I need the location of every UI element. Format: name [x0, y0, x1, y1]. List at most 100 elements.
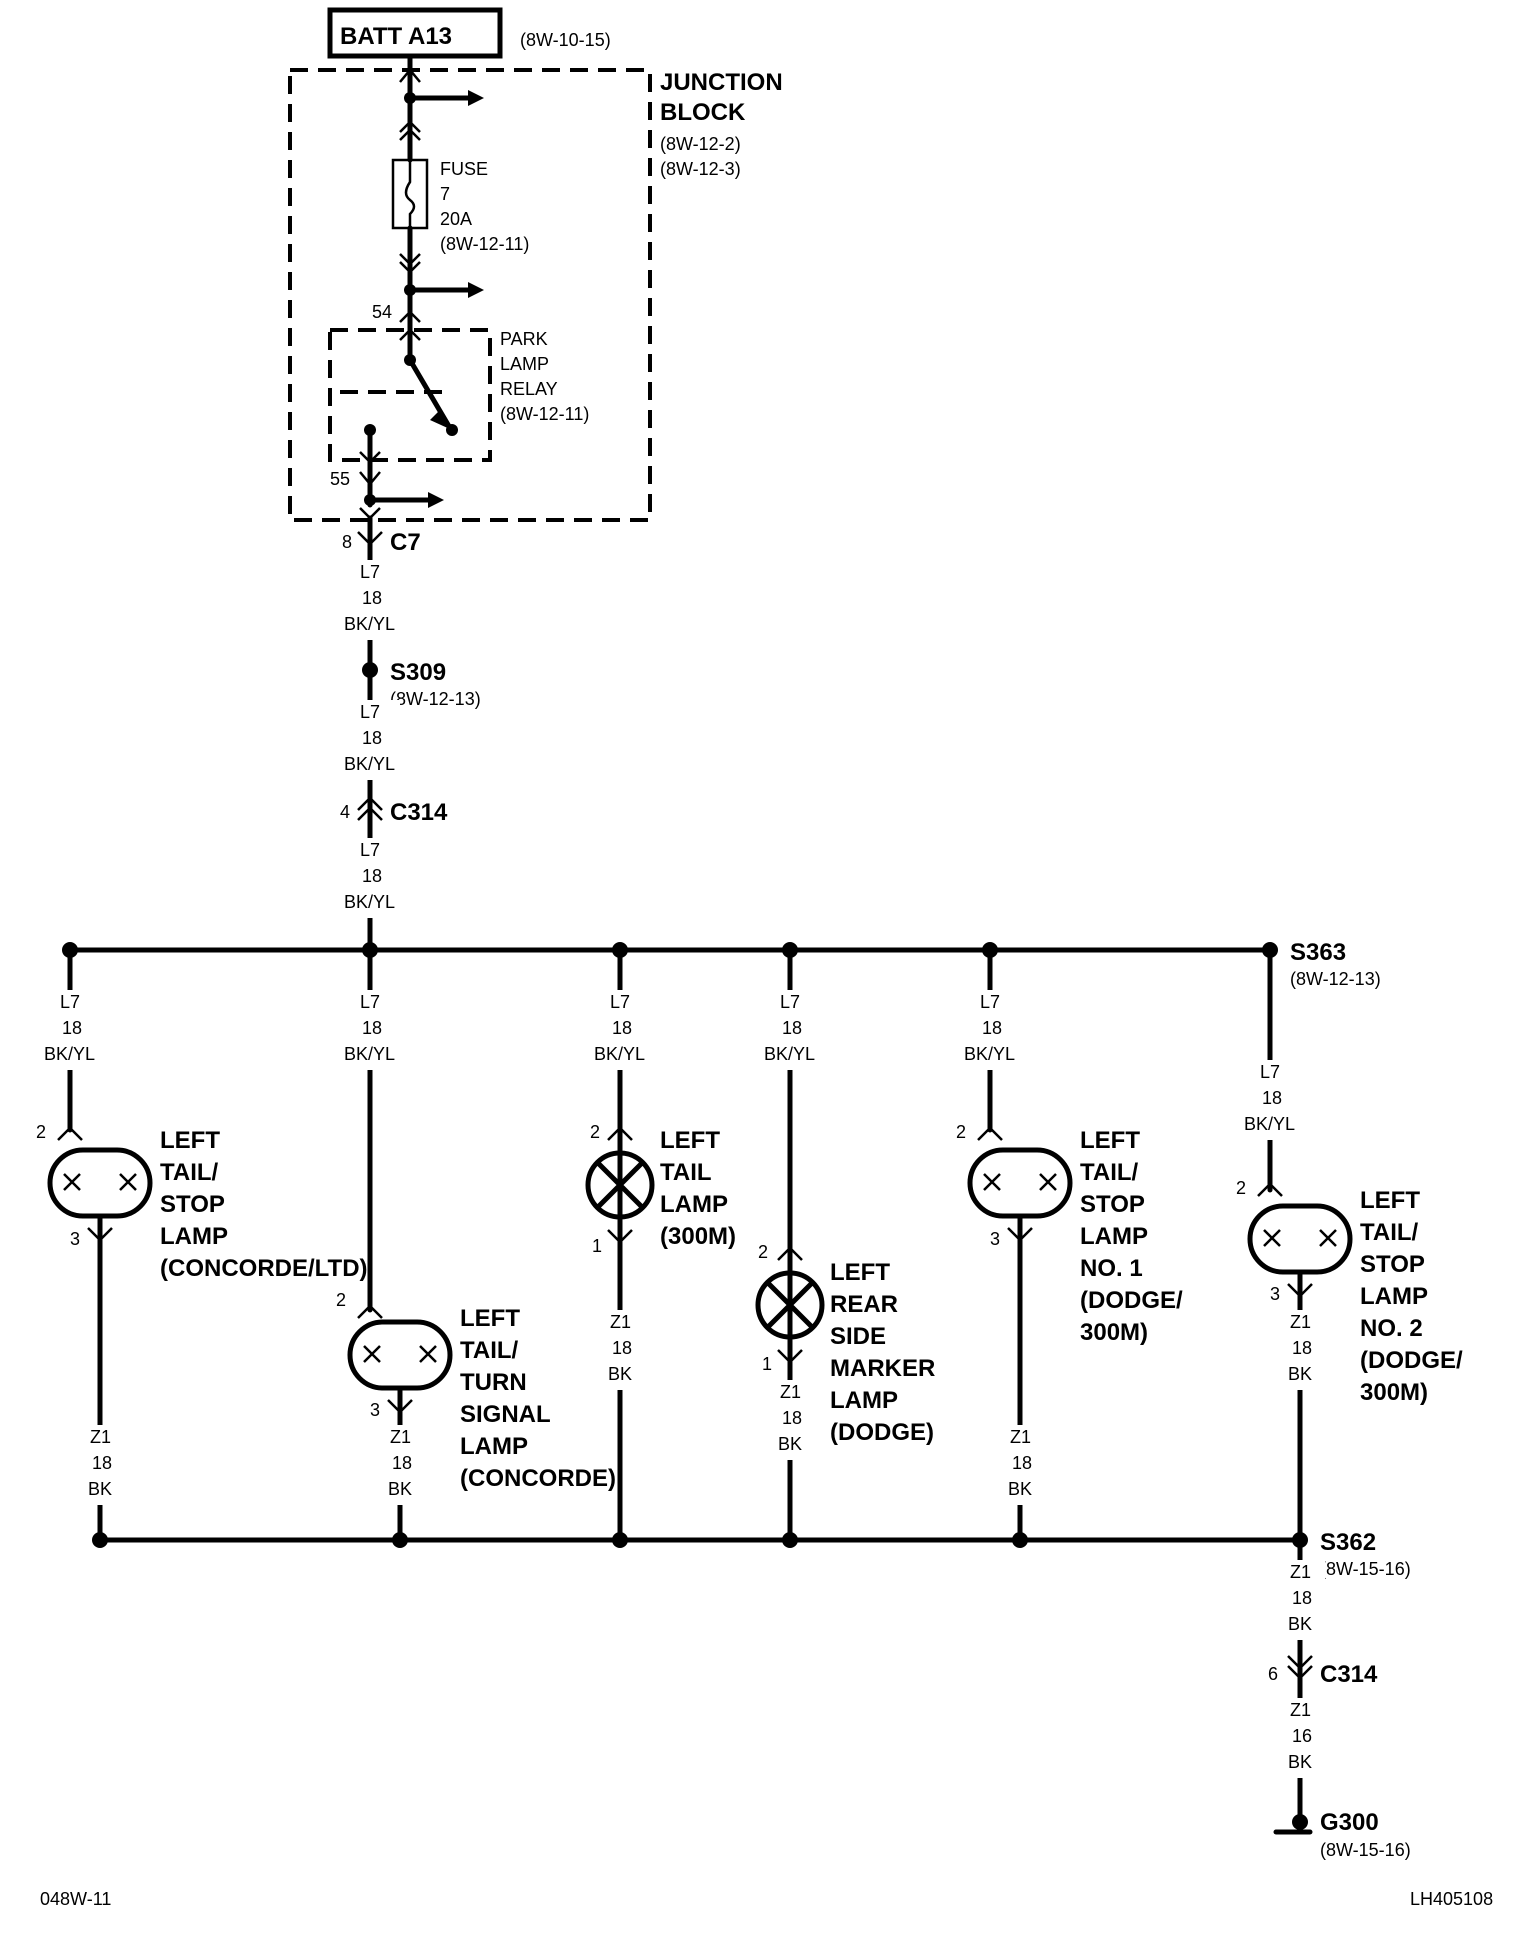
svg-text:Z1: Z1 [90, 1427, 111, 1447]
svg-text:L7: L7 [360, 702, 380, 722]
svg-text:BK: BK [1288, 1364, 1312, 1384]
svg-text:18: 18 [1292, 1588, 1312, 1608]
s309-name: S309 [390, 659, 446, 686]
svg-text:300M): 300M) [1360, 1379, 1428, 1406]
c314-bottom-name: C314 [1320, 1661, 1378, 1688]
svg-text:TAIL: TAIL [660, 1159, 712, 1186]
svg-text:Z1: Z1 [1290, 1312, 1311, 1332]
svg-text:BK/YL: BK/YL [344, 754, 395, 774]
svg-text:REAR: REAR [830, 1291, 898, 1318]
svg-text:LEFT: LEFT [830, 1259, 890, 1286]
lamp-1-dual-filament-icon [47, 1147, 153, 1219]
svg-text:LAMP: LAMP [830, 1387, 898, 1414]
svg-text:3: 3 [990, 1229, 1000, 1249]
svg-text:BK/YL: BK/YL [594, 1044, 645, 1064]
svg-text:18: 18 [1292, 1338, 1312, 1358]
batt-ref: (8W-10-15) [520, 30, 611, 50]
svg-text:LEFT: LEFT [660, 1127, 720, 1154]
svg-text:Z1: Z1 [780, 1382, 801, 1402]
relay-name3: RELAY [500, 379, 558, 399]
svg-text:18: 18 [62, 1018, 82, 1038]
svg-text:3: 3 [1270, 1284, 1280, 1304]
svg-text:Z1: Z1 [390, 1427, 411, 1447]
svg-text:1: 1 [592, 1236, 602, 1256]
svg-text:(DODGE/: (DODGE/ [1360, 1347, 1463, 1374]
svg-text:18: 18 [362, 866, 382, 886]
svg-text:TAIL/: TAIL/ [460, 1337, 519, 1364]
svg-text:LEFT: LEFT [160, 1127, 220, 1154]
svg-text:BK: BK [608, 1364, 632, 1384]
svg-text:2: 2 [36, 1122, 46, 1142]
svg-text:L7: L7 [1260, 1062, 1280, 1082]
lamp-2-dual-filament-icon [347, 1319, 453, 1391]
s309-splice [362, 662, 378, 678]
lamp-4-left-rear-side-marker: L7 18 BK/YL 2 1 Z1 18 BK LEFT REAR SIDE … [755, 947, 935, 1543]
svg-text:18: 18 [782, 1018, 802, 1038]
svg-text:2: 2 [1236, 1178, 1246, 1198]
junction-block-ref2: (8W-12-3) [660, 159, 741, 179]
svg-text:3: 3 [70, 1229, 80, 1249]
svg-text:BK: BK [388, 1479, 412, 1499]
jb-branch-arrow-3-icon [428, 492, 444, 508]
jb-entry-connector-icon [399, 68, 421, 83]
svg-text:(CONCORDE/LTD): (CONCORDE/LTD) [160, 1255, 368, 1282]
svg-text:2: 2 [336, 1290, 346, 1310]
lamp-4-bulb-icon [755, 1270, 825, 1340]
svg-text:L7: L7 [360, 840, 380, 860]
wire-l7-gauge: 18 [362, 588, 382, 608]
lamp-1-left-tail-stop-concorde: L7 18 BK/YL 2 3 Z1 18 BK LEFT TAIL/ STOP… [36, 947, 368, 1543]
lamp-5-dual-filament-icon [967, 1147, 1073, 1219]
svg-text:MARKER: MARKER [830, 1355, 935, 1382]
svg-text:L7: L7 [610, 992, 630, 1012]
junction-block-outline [288, 68, 652, 522]
svg-text:NO. 1: NO. 1 [1080, 1255, 1143, 1282]
svg-text:2: 2 [758, 1242, 768, 1262]
svg-text:(CONCORDE): (CONCORDE) [460, 1465, 616, 1492]
svg-text:Z1: Z1 [1290, 1562, 1311, 1582]
footer-left-code: 048W-11 [40, 1889, 111, 1909]
svg-text:BK/YL: BK/YL [764, 1044, 815, 1064]
svg-text:LAMP: LAMP [460, 1433, 528, 1460]
c7-pin: 8 [342, 532, 352, 552]
svg-text:(DODGE/: (DODGE/ [1080, 1287, 1183, 1314]
svg-text:LEFT: LEFT [460, 1305, 520, 1332]
batt-label: BATT A13 [340, 23, 452, 50]
junction-block-name2: BLOCK [660, 99, 746, 126]
relay-name1: PARK [500, 329, 548, 349]
g300-name: G300 [1320, 1809, 1379, 1836]
svg-text:300M): 300M) [1080, 1319, 1148, 1346]
svg-text:1: 1 [762, 1354, 772, 1374]
c7-connector-icon [357, 531, 383, 546]
svg-text:Z1: Z1 [1010, 1427, 1031, 1447]
svg-text:18: 18 [612, 1018, 632, 1038]
park-lamp-relay-outline [328, 328, 492, 462]
batt-box [327, 7, 503, 59]
svg-text:TAIL/: TAIL/ [160, 1159, 219, 1186]
svg-text:STOP: STOP [1080, 1191, 1145, 1218]
svg-text:(DODGE): (DODGE) [830, 1419, 934, 1446]
svg-text:STOP: STOP [1360, 1251, 1425, 1278]
svg-text:LAMP: LAMP [1360, 1283, 1428, 1310]
svg-text:L7: L7 [780, 992, 800, 1012]
c314-top-connector-icon [357, 796, 383, 821]
c7-name: C7 [390, 529, 421, 556]
svg-text:L7: L7 [980, 992, 1000, 1012]
svg-text:L7: L7 [360, 992, 380, 1012]
footer-right-code: LH405108 [1410, 1889, 1493, 1909]
svg-text:STOP: STOP [160, 1191, 225, 1218]
svg-text:TAIL/: TAIL/ [1080, 1159, 1139, 1186]
svg-text:BK: BK [88, 1479, 112, 1499]
svg-text:18: 18 [362, 1018, 382, 1038]
s363-ref: (8W-12-13) [1290, 969, 1381, 989]
svg-text:BK: BK [1288, 1614, 1312, 1634]
jb-branch-arrow-icon [468, 90, 484, 106]
s362-name: S362 [1320, 1529, 1376, 1556]
relay-pin-54: 54 [372, 302, 392, 322]
jb-branch-arrow-2-icon [468, 282, 484, 298]
svg-text:BK/YL: BK/YL [964, 1044, 1015, 1064]
c314-top-pin: 4 [340, 802, 350, 822]
svg-text:18: 18 [1012, 1453, 1032, 1473]
svg-text:LEFT: LEFT [1080, 1127, 1140, 1154]
wire-z1-16-color: BK [1288, 1752, 1312, 1772]
svg-text:18: 18 [982, 1018, 1002, 1038]
